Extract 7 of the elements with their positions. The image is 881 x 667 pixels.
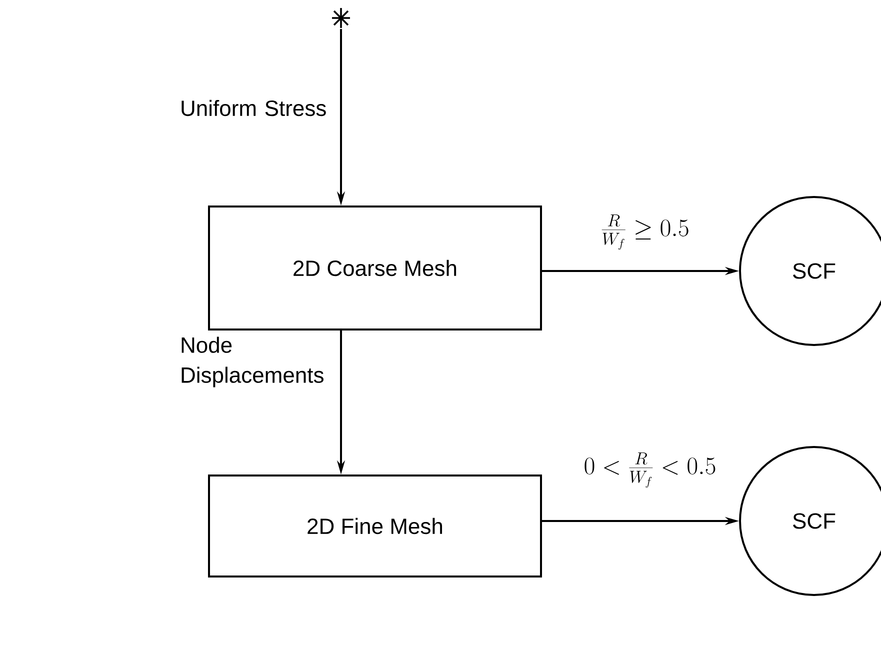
asterisk-symbol — [331, 7, 351, 29]
edge-label: Node Displacements — [178, 334, 332, 390]
process-box: 2D Coarse Mesh — [208, 206, 542, 330]
edge-label: Uniform Stress — [178, 98, 332, 118]
process-box: 2D Fine Mesh — [208, 474, 542, 578]
edge-label: $0 < \frac{R}{W_f} < 0.5$ — [582, 450, 718, 490]
edge-label: $\frac{R}{W_f} \geq 0.5$ — [598, 212, 692, 252]
